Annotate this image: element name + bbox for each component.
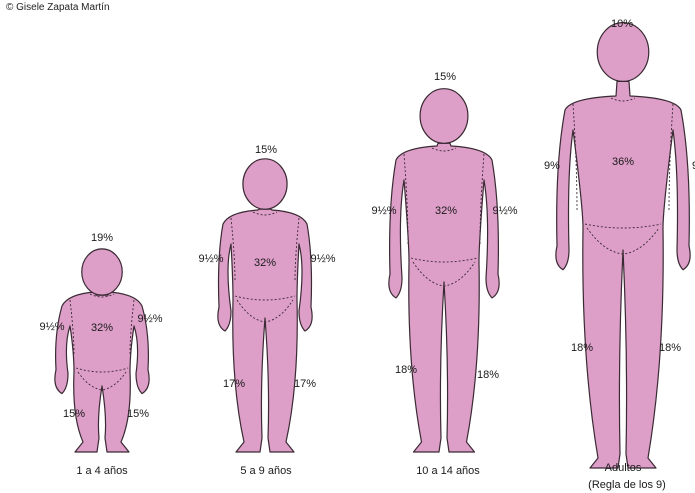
left-leg-percentage: 17%	[223, 378, 245, 390]
figure-age-1-4: 19% 9½% 9½% 32% 15% 15% 1 a 4 años	[39, 232, 162, 477]
figure-age-5-9: 15% 9½% 9½% 32% 17% 17% 5 a 9 años	[198, 144, 335, 477]
left-leg-percentage: 15%	[63, 408, 85, 420]
figure-caption: 10 a 14 años	[416, 465, 480, 477]
body-silhouette	[55, 292, 149, 452]
trunk-percentage: 32%	[435, 205, 457, 217]
left-leg-percentage: 18%	[571, 342, 593, 354]
right-arm-percentage: 9½%	[310, 253, 335, 265]
right-arm-percentage: 9½%	[137, 313, 162, 325]
head-percentage: 19%	[91, 232, 113, 244]
figure-caption-secondary: (Regla de los 9)	[588, 479, 666, 491]
left-arm-percentage: 9½%	[198, 253, 223, 265]
right-leg-percentage: 17%	[294, 378, 316, 390]
trunk-percentage: 36%	[612, 156, 634, 168]
head-shape	[82, 249, 122, 295]
left-arm-percentage: 9%	[544, 160, 560, 172]
head-shape	[420, 89, 468, 144]
figure-age-10-14: 15% 9½% 9½% 32% 18% 18% 10 a 14 años	[371, 71, 517, 477]
head-percentage: 10%	[611, 18, 633, 30]
body-silhouette	[389, 143, 499, 452]
body-silhouette	[556, 81, 690, 468]
figure-caption: 5 a 9 años	[240, 465, 292, 477]
figure-caption: Adultos	[605, 462, 642, 474]
right-arm-percentage: 9½%	[492, 205, 517, 217]
trunk-percentage: 32%	[91, 322, 113, 334]
right-leg-percentage: 18%	[659, 342, 681, 354]
right-leg-percentage: 15%	[127, 408, 149, 420]
head-percentage: 15%	[434, 71, 456, 83]
figure-caption: 1 a 4 años	[76, 465, 128, 477]
body-silhouette	[218, 209, 312, 452]
left-leg-percentage: 18%	[395, 364, 417, 376]
left-arm-percentage: 9½%	[371, 205, 396, 217]
figure-adults: 10%9%9%36%18%18%Adultos(Regla de los 9)	[544, 18, 695, 491]
right-leg-percentage: 18%	[477, 369, 499, 381]
head-percentage: 15%	[255, 144, 277, 156]
left-arm-percentage: 9½%	[39, 321, 64, 333]
head-shape	[597, 23, 649, 82]
head-shape	[243, 159, 287, 209]
trunk-percentage: 32%	[254, 257, 276, 269]
